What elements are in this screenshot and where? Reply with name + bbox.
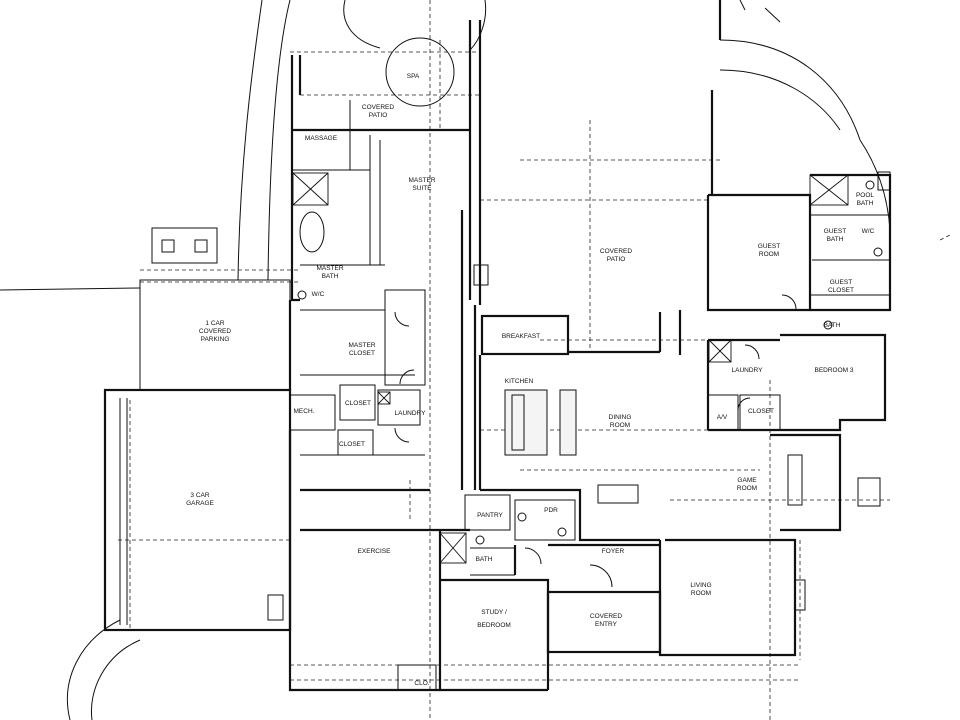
- label-bath-right: BATH: [824, 322, 841, 329]
- label-covered-patio-main-2: PATIO: [607, 256, 626, 263]
- roof-lines: [118, 0, 951, 720]
- label-master-closet-2: CLOSET: [349, 350, 375, 357]
- label-closet-c: CLOSET: [748, 408, 774, 415]
- label-covered-entry-2: ENTRY: [595, 621, 618, 628]
- label-game-room-2: ROOM: [737, 485, 757, 492]
- label-three-car-garage-1: 3 CAR: [190, 492, 209, 499]
- label-one-car-parking-2: COVERED: [199, 328, 231, 335]
- label-guest-bath-2: BATH: [827, 236, 844, 243]
- label-laundry-a: LAUNDRY: [395, 410, 427, 417]
- label-clo: CLO.: [414, 680, 429, 687]
- label-guest-closet-2: CLOSET: [828, 287, 854, 294]
- label-guest-bath-1: GUEST: [824, 228, 846, 235]
- label-pdr: PDR: [544, 507, 558, 514]
- label-mech: MECH.: [294, 408, 315, 415]
- label-foyer: FOYER: [602, 548, 625, 555]
- label-guest-room-2: ROOM: [759, 251, 779, 258]
- label-guest-closet-1: GUEST: [830, 279, 852, 286]
- label-dining-room-2: ROOM: [610, 422, 630, 429]
- spa-circle: [385, 37, 455, 107]
- label-dining-room-1: DINING: [609, 414, 632, 421]
- label-three-car-garage-2: GARAGE: [186, 500, 214, 507]
- label-laundry-b: LAUNDRY: [732, 367, 764, 374]
- label-covered-patio-master-1: COVERED: [362, 104, 394, 111]
- label-master-suite-1: MASTER: [408, 177, 435, 184]
- exterior-walls: [103, 0, 892, 692]
- label-exercise: EXERCISE: [358, 548, 392, 555]
- label-wc-guest: W/C: [862, 228, 875, 235]
- label-pool-bath-1: POOL: [856, 192, 874, 199]
- label-guest-room-1: GUEST: [758, 243, 780, 250]
- label-pool-bath-2: BATH: [857, 200, 874, 207]
- label-game-room-1: GAME: [737, 477, 757, 484]
- label-closet-b: CLOSET: [339, 441, 365, 448]
- label-pantry: PANTRY: [477, 512, 503, 519]
- label-living-room-1: LIVING: [690, 582, 711, 589]
- label-covered-entry-1: COVERED: [590, 613, 622, 620]
- label-master-bath-2: BATH: [322, 273, 339, 280]
- label-kitchen: KITCHEN: [505, 378, 534, 385]
- label-covered-patio-master-2: PATIO: [369, 112, 388, 119]
- label-closet-a: CLOSET: [345, 400, 371, 407]
- label-spa: SPA: [407, 73, 420, 80]
- label-master-bath-1: MASTER: [316, 265, 343, 272]
- interior-walls: [289, 100, 890, 576]
- label-study-bedroom-1: STUDY /: [481, 609, 507, 616]
- label-breakfast: BREAKFAST: [502, 333, 540, 340]
- door-swings: [394, 294, 797, 588]
- label-massage: MASSAGE: [305, 135, 338, 142]
- label-master-suite-2: SUITE: [412, 185, 432, 192]
- label-one-car-parking-3: PARKING: [201, 336, 230, 343]
- label-one-car-parking-1: 1 CAR: [205, 320, 224, 327]
- room-labels: SPA COVERED PATIO MASSAGE MASTER SUITE M…: [186, 73, 875, 687]
- label-covered-patio-main-1: COVERED: [600, 248, 632, 255]
- label-bedroom-3: BEDROOM 3: [814, 367, 853, 374]
- label-living-room-2: ROOM: [691, 590, 711, 597]
- label-bath-lower: BATH: [476, 556, 493, 563]
- label-study-bedroom-2: BEDROOM: [477, 622, 511, 629]
- label-master-closet-1: MASTER: [348, 342, 375, 349]
- site-curves: [0, 0, 891, 720]
- label-av: A/V: [717, 414, 728, 421]
- label-wc-master: W/C: [312, 291, 325, 298]
- fixtures: [151, 171, 891, 691]
